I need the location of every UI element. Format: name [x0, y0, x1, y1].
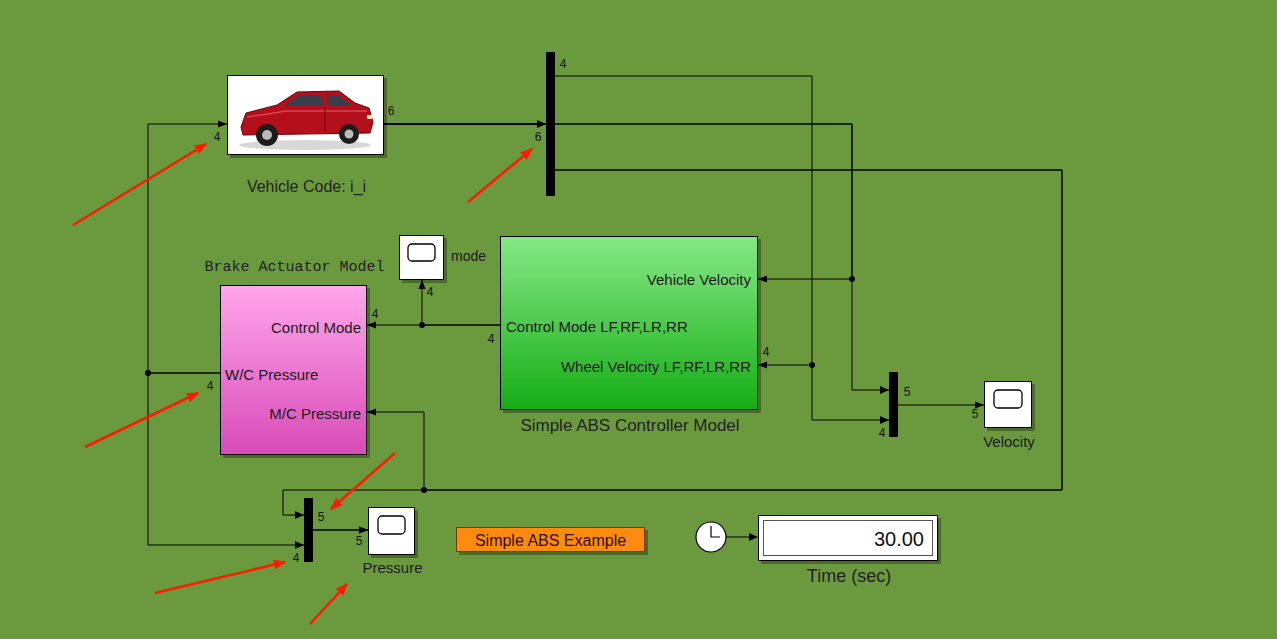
- junction-dot: [421, 487, 427, 493]
- signal-wire: [812, 365, 889, 420]
- port-name: W/C Pressure: [225, 366, 318, 384]
- annotation-box: Simple ABS Example: [456, 527, 645, 552]
- signal-line: [148, 124, 227, 373]
- signal-width: 4: [372, 308, 379, 320]
- port-name: M/C Pressure: [269, 405, 361, 423]
- demux-bar: [546, 52, 555, 196]
- car-illustration: [227, 75, 384, 155]
- scope-icon: [984, 381, 1032, 428]
- mux-bar: [889, 372, 898, 437]
- signal-line: [283, 124, 1062, 530]
- scope-icon: [368, 507, 415, 555]
- signal-width: 5: [356, 535, 363, 547]
- port-arrow: [880, 416, 889, 424]
- brake-actuator-block: Brake Actuator ModelControl ModeW/C Pres…: [220, 285, 367, 455]
- signal-line: [422, 280, 500, 325]
- port-name: Wheel Velocity LF,RF,LR,RR: [561, 358, 751, 376]
- block-name: mode: [451, 248, 486, 265]
- signal-width: 4: [207, 380, 214, 392]
- abs-controller-block: Vehicle VelocityControl Mode LF,RF,LR,RR…: [500, 236, 758, 410]
- port-arrow: [537, 120, 546, 128]
- port-name: Control Mode: [271, 319, 361, 337]
- signal-width: 4: [427, 286, 434, 298]
- display-block: 30.00Time (sec): [758, 515, 938, 561]
- block-name: Velocity: [955, 433, 1063, 451]
- display-value: 30.00: [763, 520, 933, 556]
- signal-width: 4: [214, 131, 221, 143]
- clock-symbol: [696, 522, 726, 552]
- port-arrow: [749, 533, 758, 541]
- annotation-arrows: [73, 144, 532, 624]
- signal-line: [367, 124, 1062, 490]
- port-name: Vehicle Velocity: [647, 271, 751, 289]
- block-name: Vehicle Code: i_i: [168, 177, 445, 196]
- block-name: Brake Actuator Model: [171, 259, 418, 277]
- port-name: Control Mode LF,RF,LR,RR: [506, 318, 688, 336]
- signal-width: 4: [293, 552, 300, 564]
- signal-width: 4: [879, 427, 886, 439]
- block-name: Pressure: [339, 559, 446, 577]
- mux-bar: [304, 498, 313, 562]
- port-arrow: [880, 386, 889, 394]
- signal-width: 6: [535, 131, 542, 143]
- signal-width: 5: [318, 511, 325, 523]
- signal-width: 5: [972, 408, 979, 420]
- block-name: Simple ABS Controller Model: [481, 416, 779, 436]
- scope-icon: [399, 235, 444, 280]
- junction-dot: [419, 322, 425, 328]
- port-arrow: [295, 511, 304, 519]
- signal-width: 4: [488, 333, 495, 345]
- port-arrow: [295, 541, 304, 549]
- signal-width: 4: [560, 58, 567, 70]
- signal-width: 5: [904, 386, 911, 398]
- signal-width: 4: [763, 346, 770, 358]
- junction-dot: [809, 362, 815, 368]
- junction-dot: [849, 276, 855, 282]
- block-name: Time (sec): [749, 566, 949, 588]
- annotation-text: Simple ABS Example: [457, 531, 644, 550]
- junction-dot: [145, 370, 151, 376]
- signal-wire: [726, 537, 750, 538]
- signal-width: 6: [388, 105, 395, 117]
